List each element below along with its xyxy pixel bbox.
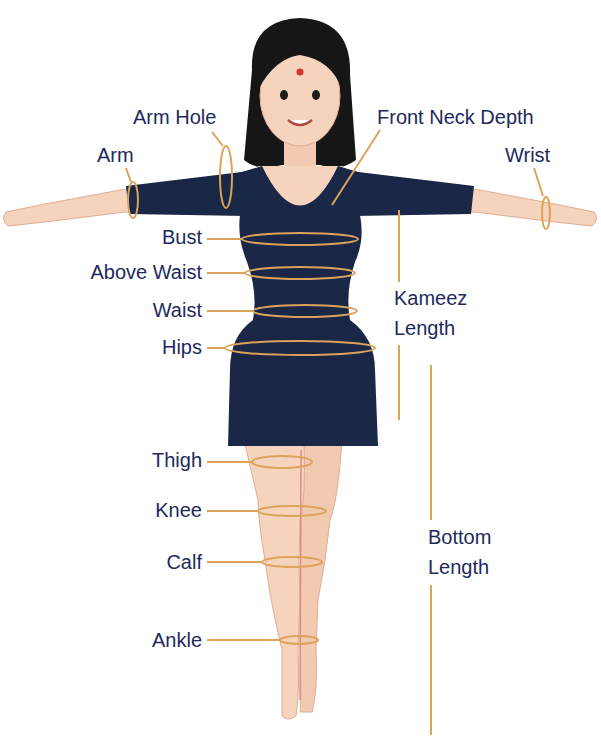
leader-line [207,347,225,349]
leader-line [207,310,253,312]
wrist-ring [542,197,550,229]
knee-ring [258,506,326,516]
calf-ring [262,557,322,567]
eye [312,90,320,100]
thigh-ring [252,456,312,468]
measurement-label: Front Neck Depth [377,105,534,129]
measurement-label: Waist [153,298,202,322]
leader-line [207,461,252,463]
arm-ring [128,182,138,218]
measurement-label: Ankle [152,628,202,652]
leader-line [332,130,380,205]
length-line [430,585,432,735]
measurement-label: Arm [97,143,134,167]
measurement-label: Above Waist [90,260,202,284]
waist-ring [253,305,357,317]
hips-ring [225,341,375,355]
ankle-ring [280,636,318,644]
measurement-label: Arm Hole [133,105,216,129]
leader-line [534,168,543,196]
length-line [398,345,400,420]
leader-line [126,168,131,182]
armhole-ring [220,146,232,208]
right-sleeve [350,171,474,216]
mouth [288,120,312,125]
measurement-label: Bust [162,225,202,249]
measure-marks [126,130,550,735]
measurement-label: Knee [155,498,202,522]
figure [3,18,596,719]
above-waist-ring [245,267,355,279]
measurement-label: Hips [162,335,202,359]
leg-seam [300,450,301,700]
eye [280,90,288,100]
dress [228,166,378,446]
measurement-label: Thigh [152,448,202,472]
hair-front [258,38,342,90]
measurement-label: Wrist [505,143,550,167]
hair [244,18,356,168]
leader-line [207,561,262,563]
leader-line [207,272,245,274]
measurement-label: Bottom Length [428,522,518,582]
leader-line [207,238,242,240]
leader-line [207,510,258,512]
left-leg [244,440,305,719]
leader-line [207,639,280,641]
measurement-label: Kameez Length [394,283,484,343]
measurement-label: Calf [166,550,202,574]
leader-line [212,132,223,146]
bust-ring [242,233,358,245]
right-leg [300,440,342,712]
length-line [430,365,432,520]
bindi [297,69,304,76]
length-line [398,210,400,282]
